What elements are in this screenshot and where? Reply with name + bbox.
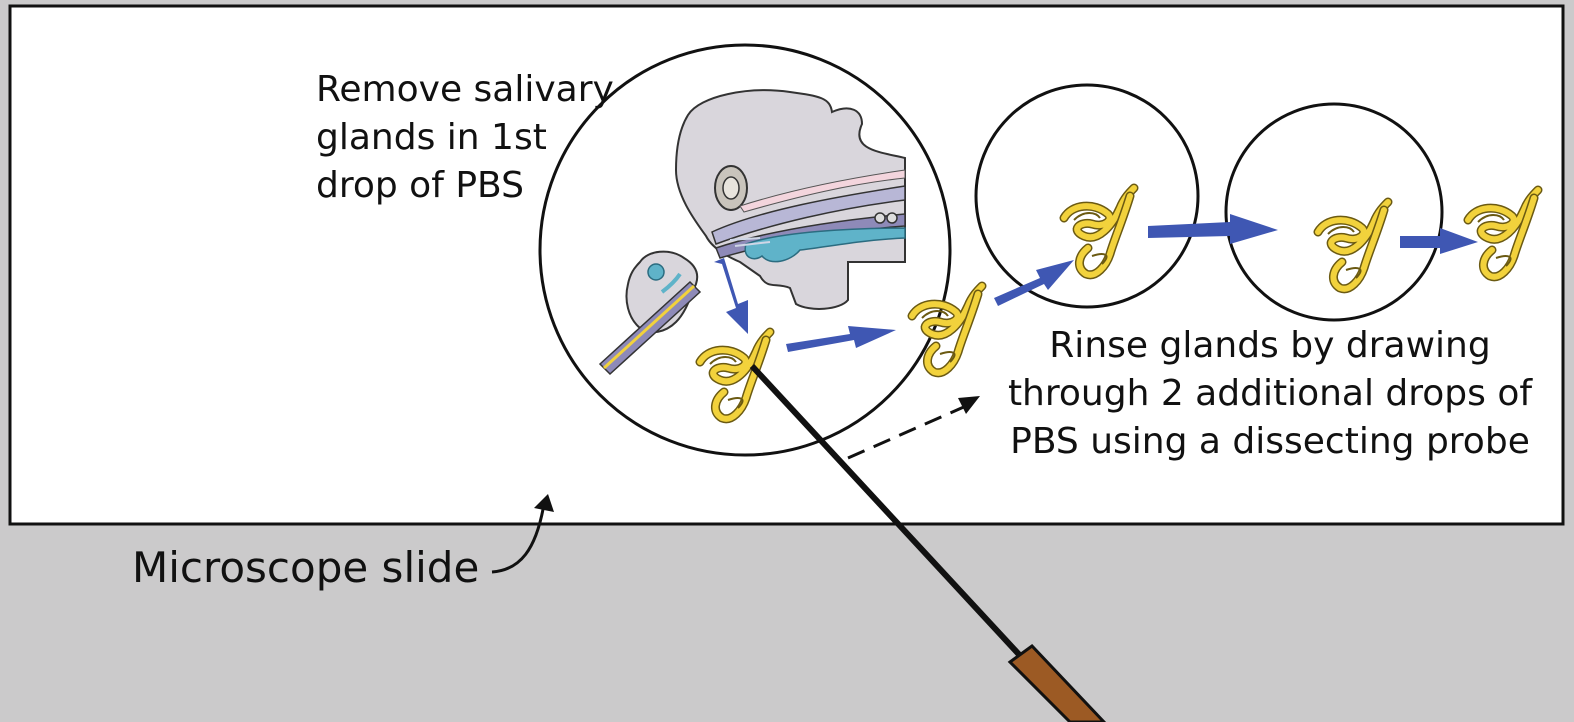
process-arrows [714,214,1478,352]
remove-label-line-2: glands in 1st [316,117,547,158]
pbs-drop-2 [974,83,1200,309]
microscope-slide-label: Microscope slide [132,543,480,592]
probe-handle [1007,644,1107,722]
remove-label-line-3: drop of PBS [316,165,524,206]
remove-label-line-1: Remove salivary [316,69,614,110]
rinse-label-line-1: Rinse glands by drawing [1049,325,1491,366]
arrow-right-2 [1148,214,1278,244]
rinse-glands-label: Rinse glands by drawing through 2 additi… [1000,322,1540,466]
rinse-label-line-2: through 2 additional drops of [1007,373,1533,414]
remove-glands-label: Remove salivary glands in 1st drop of PB… [316,66,614,210]
arrow-right-1 [786,326,896,352]
arrow-down [714,258,748,334]
slide-label-arrow [491,494,554,574]
pbs-drop-3 [1224,102,1444,322]
arrow-right-3 [1400,228,1478,254]
removed-mouthpart-illustration [598,250,702,376]
rinse-label-line-3: PBS using a dissecting probe [1010,421,1530,462]
dissecting-probe [749,363,1107,722]
arrow-up-right [994,260,1074,306]
dashed-arrow [847,396,980,460]
dissected-head-illustration [674,89,906,310]
